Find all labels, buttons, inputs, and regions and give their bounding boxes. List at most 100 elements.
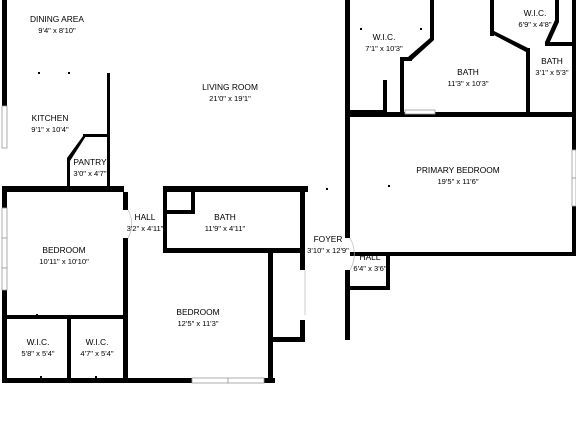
window bbox=[227, 377, 265, 384]
window bbox=[404, 109, 436, 115]
wall bbox=[430, 0, 434, 40]
room-label-bedroom-center: BEDROOM 12'5" x 11'3" bbox=[176, 307, 219, 328]
room-dimensions: 19'5" x 11'6" bbox=[437, 177, 478, 186]
room-label-living: LIVING ROOM 21'0" x 19'1" bbox=[202, 82, 258, 103]
wall bbox=[67, 158, 70, 186]
wall bbox=[386, 252, 390, 290]
room-label-bath-primary: BATH 11'3" x 10'3" bbox=[447, 67, 488, 88]
window bbox=[1, 207, 8, 239]
room-name: FOYER bbox=[314, 234, 343, 244]
wall bbox=[67, 315, 71, 380]
wall bbox=[345, 190, 350, 238]
tick bbox=[420, 28, 422, 30]
room-name: BATH bbox=[541, 56, 563, 66]
tick bbox=[388, 185, 390, 187]
room-name: KITCHEN bbox=[32, 113, 69, 123]
walls bbox=[2, 0, 576, 383]
room-name: LIVING ROOM bbox=[202, 82, 258, 92]
wall bbox=[107, 73, 110, 186]
wall bbox=[163, 248, 305, 253]
room-label-kitchen: KITCHEN 9'1" x 10'4" bbox=[31, 113, 69, 134]
tick bbox=[326, 188, 328, 190]
wall bbox=[191, 192, 195, 214]
wall bbox=[300, 186, 305, 270]
tick bbox=[40, 376, 42, 378]
window bbox=[571, 177, 576, 207]
wall bbox=[490, 31, 528, 52]
wall bbox=[163, 186, 167, 250]
window bbox=[191, 377, 229, 384]
room-label-wic-mid: W.I.C. 4'7" x 5'4" bbox=[80, 337, 114, 358]
wall bbox=[2, 0, 7, 106]
tick bbox=[112, 188, 114, 190]
room-dimensions: 10'11" x 10'10" bbox=[39, 257, 89, 266]
room-name: HALL bbox=[135, 212, 156, 222]
wall bbox=[572, 0, 576, 256]
wall bbox=[545, 42, 576, 46]
wall bbox=[526, 48, 530, 114]
tick bbox=[36, 314, 38, 316]
window bbox=[1, 267, 8, 291]
wall bbox=[2, 186, 124, 192]
door-swing bbox=[349, 237, 355, 271]
wall bbox=[268, 253, 273, 383]
wall bbox=[163, 186, 308, 192]
room-dimensions: 21'0" x 19'1" bbox=[209, 94, 251, 103]
room-label-hall-left: HALL 3'2" x 4'11" bbox=[127, 212, 164, 233]
room-dimensions: 3'10" x 12'9" bbox=[307, 246, 349, 255]
tick bbox=[36, 188, 38, 190]
room-label-wic-primary: W.I.C. 7'1" x 10'3" bbox=[365, 32, 403, 53]
wall bbox=[345, 270, 350, 340]
tick bbox=[215, 250, 217, 252]
wall bbox=[545, 20, 559, 44]
tick bbox=[360, 28, 362, 30]
room-name: W.I.C. bbox=[86, 337, 109, 347]
wall bbox=[2, 378, 275, 383]
wall bbox=[383, 80, 387, 114]
room-name: DINING AREA bbox=[30, 14, 84, 24]
wall bbox=[350, 286, 388, 290]
tick bbox=[100, 188, 102, 190]
room-name: W.I.C. bbox=[27, 337, 50, 347]
room-label-foyer: FOYER 3'10" x 12'9" bbox=[307, 234, 349, 255]
tick bbox=[460, 115, 462, 117]
room-dimensions: 9'4" x 8'10" bbox=[38, 26, 76, 35]
room-dimensions: 6'9" x 4'8" bbox=[518, 20, 552, 29]
room-name: BEDROOM bbox=[176, 307, 219, 317]
wall bbox=[167, 210, 195, 214]
room-name: BATH bbox=[457, 67, 479, 77]
wall bbox=[2, 315, 128, 319]
window bbox=[1, 105, 8, 149]
wall bbox=[400, 57, 404, 114]
tick bbox=[95, 376, 97, 378]
wall bbox=[273, 337, 305, 342]
room-dimensions: 3'2" x 4'11" bbox=[127, 224, 164, 233]
room-name: BEDROOM bbox=[42, 245, 85, 255]
room-label-primary-bedroom: PRIMARY BEDROOM 19'5" x 11'6" bbox=[416, 165, 499, 186]
room-label-bedroom-left: BEDROOM 10'11" x 10'10" bbox=[39, 245, 89, 266]
room-dimensions: 7'1" x 10'3" bbox=[365, 44, 403, 53]
door-swing bbox=[127, 209, 133, 239]
wall bbox=[408, 38, 434, 60]
tick bbox=[68, 72, 70, 74]
room-label-hall-right: HALL 6'4" x 3'6" bbox=[353, 252, 387, 273]
room-label-dining: DINING AREA 9'4" x 8'10" bbox=[30, 14, 84, 35]
room-dimensions: 6'4" x 3'6" bbox=[353, 264, 387, 273]
tick bbox=[232, 188, 234, 190]
room-name: W.I.C. bbox=[524, 8, 547, 18]
room-name: PANTRY bbox=[73, 157, 107, 167]
room-label-wic-left: W.I.C. 5'8" x 5'4" bbox=[21, 337, 55, 358]
wall bbox=[67, 136, 86, 161]
room-label-bath-hall: BATH 11'9" x 4'11" bbox=[205, 212, 246, 233]
room-dimensions: 5'8" x 5'4" bbox=[21, 349, 55, 358]
room-label-wic-top-right: W.I.C. 6'9" x 4'8" bbox=[518, 8, 552, 29]
wall bbox=[123, 238, 128, 380]
room-name: W.I.C. bbox=[373, 32, 396, 42]
room-dimensions: 3'0" x 4'7" bbox=[73, 169, 107, 178]
corner-ticks bbox=[36, 28, 462, 378]
room-dimensions: 11'9" x 4'11" bbox=[205, 224, 246, 233]
windows bbox=[1, 105, 576, 384]
room-name: HALL bbox=[360, 252, 381, 262]
wall bbox=[345, 112, 576, 117]
room-label-pantry: PANTRY 3'0" x 4'7" bbox=[73, 157, 107, 178]
